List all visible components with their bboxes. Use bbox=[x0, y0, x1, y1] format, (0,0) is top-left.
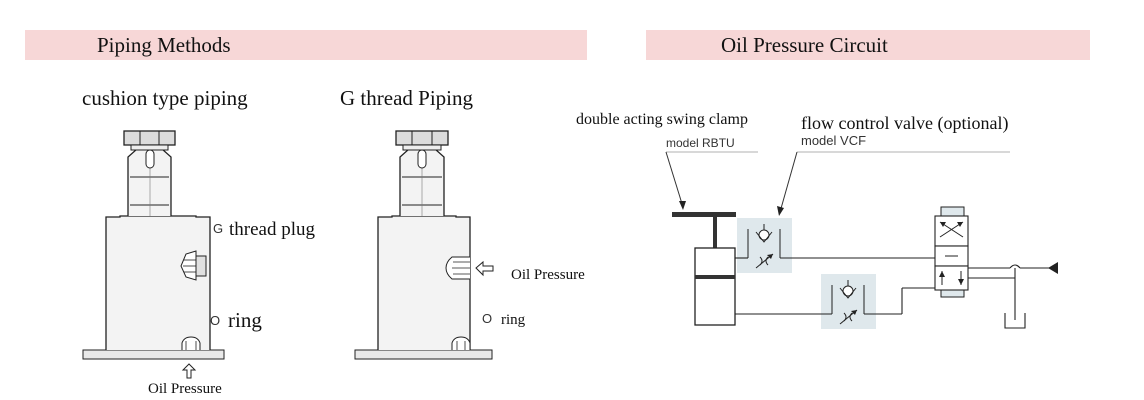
piping-methods-banner: Piping Methods bbox=[25, 30, 587, 60]
gthread-oring-prefix: O bbox=[482, 311, 492, 326]
gthread-cylinder-body bbox=[377, 215, 471, 350]
clamp-leader-line bbox=[665, 151, 684, 208]
oil-pressure-up-arrow bbox=[181, 363, 197, 379]
gthread-base-plate bbox=[354, 349, 493, 360]
gthread-hex-nut bbox=[395, 130, 449, 146]
clamp-label: double acting swing clamp bbox=[576, 111, 748, 128]
flow-control-valve-2 bbox=[821, 274, 876, 329]
gthread-oring-label: ring bbox=[501, 312, 526, 328]
cushion-hex-nut bbox=[123, 130, 176, 146]
thread-plug-prefix: G bbox=[213, 221, 223, 236]
thread-plug-label: thread plug bbox=[229, 219, 316, 240]
valve-label: flow control valve (optional) bbox=[801, 113, 1008, 134]
cushion-cylinder-body bbox=[105, 215, 211, 350]
oil-circuit-diagram: double acting swing clamp model RBTU flo… bbox=[576, 111, 1058, 329]
cushion-oring-prefix: O bbox=[210, 313, 220, 328]
gthread-side-port bbox=[445, 256, 470, 280]
cushion-oring-label: ring bbox=[228, 308, 262, 332]
piping-methods-title: Piping Methods bbox=[97, 33, 231, 57]
cushion-piping-diagram: cushion type piping G thread plug bbox=[82, 86, 316, 397]
thread-plug bbox=[180, 250, 207, 281]
tank-symbol bbox=[1004, 313, 1026, 329]
cushion-port bbox=[181, 336, 201, 350]
clamp-model: model RBTU bbox=[666, 136, 735, 150]
oil-pressure-circuit-title: Oil Pressure Circuit bbox=[721, 33, 888, 57]
oil-pressure-left-arrow bbox=[475, 260, 494, 277]
cushion-oil-pressure-label: Oil Pressure bbox=[148, 381, 222, 397]
valve-model: model VCF bbox=[801, 133, 866, 148]
valve-leader-line bbox=[779, 151, 798, 213]
oil-pressure-circuit-banner: Oil Pressure Circuit bbox=[646, 30, 1090, 60]
gthread-piping-title: G thread Piping bbox=[340, 86, 473, 110]
gthread-bottom-seal bbox=[451, 336, 471, 350]
directional-control-valve bbox=[934, 206, 969, 298]
cushion-piping-title: cushion type piping bbox=[82, 86, 248, 110]
gthread-oil-pressure-label: Oil Pressure bbox=[511, 267, 585, 283]
swing-clamp-symbol bbox=[672, 212, 736, 326]
pressure-source-arrow bbox=[1048, 262, 1058, 274]
gthread-piping-diagram: G thread Piping Oil Pressure O ring bbox=[340, 86, 585, 360]
cushion-base-plate bbox=[82, 349, 225, 360]
circuit-lines bbox=[735, 257, 1050, 320]
flow-control-valve-1 bbox=[737, 218, 792, 273]
